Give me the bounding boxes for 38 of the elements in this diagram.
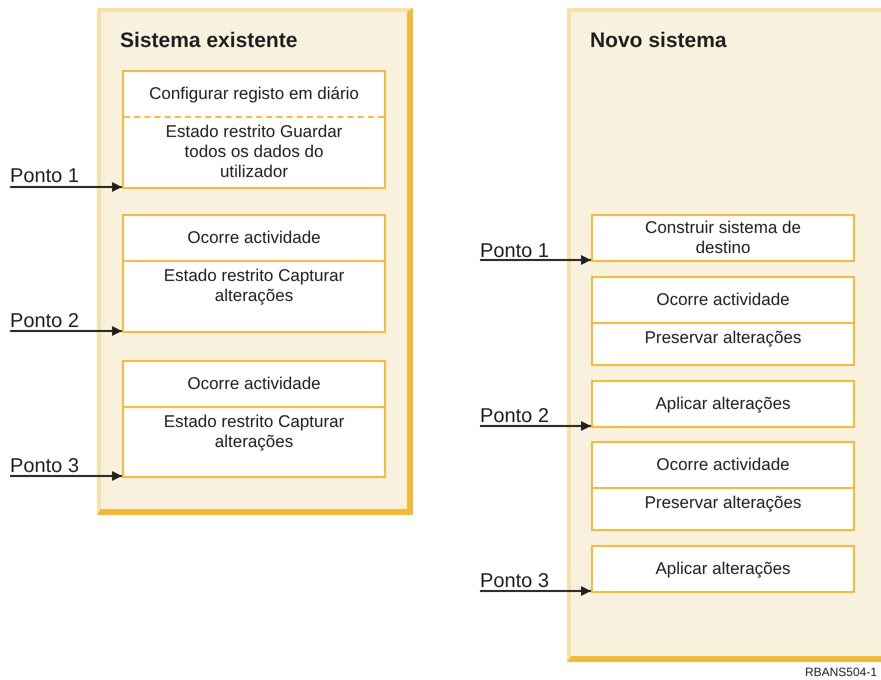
step-text: Estado restrito Capturar alterações xyxy=(162,412,346,452)
step-text: Ocorre actividade xyxy=(187,374,321,394)
arrow xyxy=(480,421,591,431)
arrow xyxy=(480,586,591,596)
step-box xyxy=(591,214,855,262)
panel-title: Sistema existente xyxy=(120,28,298,54)
system-panel xyxy=(567,8,881,662)
step-text: Configurar registo em diário xyxy=(149,84,359,104)
step-text: Aplicar alterações xyxy=(655,559,791,579)
step-text: Ocorre actividade xyxy=(656,455,790,475)
step-text: Estado restrito Guardar todos os dados do utilizador xyxy=(164,122,344,182)
step-box xyxy=(591,441,855,531)
step-box xyxy=(122,214,386,333)
system-panel xyxy=(97,8,413,515)
step-box xyxy=(591,380,855,428)
point-label: Ponto 3 xyxy=(10,454,94,478)
step-box xyxy=(591,276,855,366)
arrow xyxy=(480,255,591,265)
arrow xyxy=(10,471,122,481)
step-text: Aplicar alterações xyxy=(655,394,791,414)
point-label: Ponto 1 xyxy=(10,164,94,188)
point-label: Ponto 1 xyxy=(480,239,564,263)
step-text: Estado restrito Capturar alterações xyxy=(162,266,346,306)
step-box xyxy=(122,360,386,478)
step-text: Preservar alterações xyxy=(644,493,802,513)
step-text: Ocorre actividade xyxy=(656,290,790,310)
point-label: Ponto 2 xyxy=(10,309,94,333)
panel-title: Novo sistema xyxy=(590,28,727,54)
step-box xyxy=(122,70,386,189)
point-label: Ponto 2 xyxy=(480,404,564,428)
step-text: Preservar alterações xyxy=(644,328,802,348)
arrow xyxy=(10,182,122,192)
point-label: Ponto 3 xyxy=(480,569,564,593)
figure-id: RBANS504-1 xyxy=(804,664,877,680)
step-text: Construir sistema de destino xyxy=(644,218,802,258)
arrow xyxy=(10,326,122,336)
step-box xyxy=(591,545,855,593)
step-text: Ocorre actividade xyxy=(187,228,321,248)
